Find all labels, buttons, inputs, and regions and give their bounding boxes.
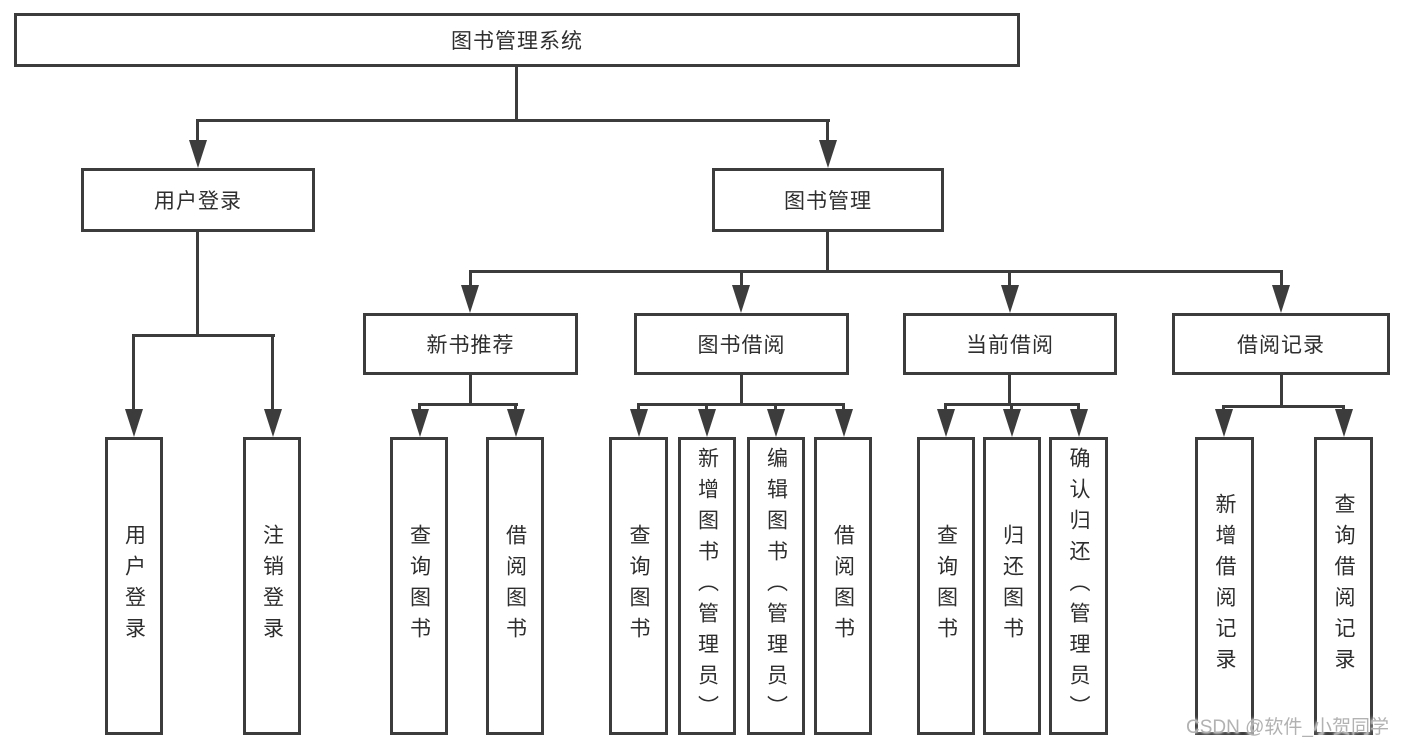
connector-line: [469, 270, 1283, 273]
node-cb-return-books: 归还图书: [983, 437, 1041, 735]
node-bb-add-books-admin: 新增图书（管理员）: [678, 437, 736, 735]
connector-line: [1280, 374, 1283, 407]
node-cb-query-books: 查询图书: [917, 437, 975, 735]
connector-line: [1280, 270, 1283, 288]
connector-line: [418, 403, 421, 413]
connector-line: [637, 403, 640, 413]
node-label: 查询图书: [627, 524, 650, 648]
node-label: 编辑图书（管理员）: [764, 446, 788, 726]
node-label: 用户登录: [122, 524, 146, 648]
arrow-down-icon: [1001, 285, 1019, 313]
node-label: 查询图书: [934, 524, 958, 648]
connector-line: [514, 403, 517, 413]
node-label: 图书管理系统: [451, 30, 583, 53]
node-bb-borrow-books: 借阅图书: [814, 437, 872, 735]
connector-line: [1008, 270, 1011, 288]
connector-line: [1010, 403, 1013, 413]
connector-line: [132, 334, 275, 337]
connector-line: [1077, 403, 1080, 413]
node-book-borrow: 图书借阅: [634, 313, 849, 375]
connector-line: [271, 334, 274, 412]
arrow-down-icon: [189, 140, 207, 168]
arrow-down-icon: [461, 285, 479, 313]
connector-line: [842, 403, 845, 413]
arrow-down-icon: [1003, 409, 1021, 437]
node-label: 借阅记录: [1237, 334, 1325, 357]
node-label: 借阅图书: [831, 524, 855, 648]
arrow-down-icon: [732, 285, 750, 313]
connector-line: [469, 270, 472, 288]
connector-line: [196, 119, 199, 144]
arrow-down-icon: [411, 409, 429, 437]
csdn-watermark: CSDN @软件_小贺同学: [1186, 717, 1389, 738]
connector-line: [944, 403, 947, 413]
node-book-management: 图书管理: [712, 168, 944, 232]
node-nbr-query-books: 查询图书: [390, 437, 448, 735]
arrow-down-icon: [767, 409, 785, 437]
node-do-login: 用户登录: [105, 437, 163, 735]
connector-line: [418, 403, 518, 406]
arrow-down-icon: [264, 409, 282, 437]
node-label: 新增图书（管理员）: [695, 446, 719, 726]
connector-line: [132, 334, 135, 412]
node-nbr-borrow-books: 借阅图书: [486, 437, 544, 735]
node-new-book-recommend: 新书推荐: [363, 313, 578, 375]
node-bb-edit-books-admin: 编辑图书（管理员）: [747, 437, 805, 735]
connector-line: [826, 231, 829, 272]
arrow-down-icon: [1272, 285, 1290, 313]
connector-line: [469, 374, 472, 405]
connector-line: [515, 66, 518, 120]
node-br-add-record: 新增借阅记录: [1195, 437, 1254, 735]
node-br-query-record: 查询借阅记录: [1314, 437, 1373, 735]
connector-line: [637, 403, 845, 406]
node-label: 当前借阅: [966, 334, 1054, 357]
node-cb-confirm-return-admin: 确认归还（管理员）: [1049, 437, 1108, 735]
node-label: 新书推荐: [426, 334, 515, 357]
node-borrow-records: 借阅记录: [1172, 313, 1390, 375]
node-bb-query-books: 查询图书: [609, 437, 668, 735]
node-label: 归还图书: [1000, 524, 1024, 648]
arrow-down-icon: [1335, 409, 1353, 437]
connector-line: [774, 403, 777, 413]
arrow-down-icon: [698, 409, 716, 437]
node-root: 图书管理系统: [14, 13, 1020, 67]
connector-line: [1222, 405, 1345, 408]
arrow-down-icon: [507, 409, 525, 437]
node-label: 借阅图书: [503, 524, 527, 648]
connector-line: [826, 119, 829, 144]
node-label: 确认归还（管理员）: [1067, 446, 1090, 726]
arrow-down-icon: [937, 409, 955, 437]
arrow-down-icon: [1215, 409, 1233, 437]
node-current-borrow: 当前借阅: [903, 313, 1117, 375]
connector-line: [196, 119, 830, 122]
connector-line: [196, 231, 199, 336]
connector-line: [705, 403, 708, 413]
connector-line: [740, 374, 743, 405]
node-label: 新增借阅记录: [1213, 493, 1236, 679]
node-label: 用户登录: [154, 190, 242, 213]
node-label: 图书借阅: [697, 334, 786, 357]
node-label: 查询借阅记录: [1332, 493, 1355, 679]
node-user-login: 用户登录: [81, 168, 315, 232]
connector-line: [1008, 374, 1011, 405]
node-label: 图书管理: [784, 190, 872, 213]
node-label: 注销登录: [260, 524, 284, 648]
connector-line: [740, 270, 743, 288]
node-label: 查询图书: [407, 524, 431, 648]
arrow-down-icon: [819, 140, 837, 168]
arrow-down-icon: [835, 409, 853, 437]
arrow-down-icon: [125, 409, 143, 437]
node-logout: 注销登录: [243, 437, 301, 735]
arrow-down-icon: [630, 409, 648, 437]
arrow-down-icon: [1070, 409, 1088, 437]
